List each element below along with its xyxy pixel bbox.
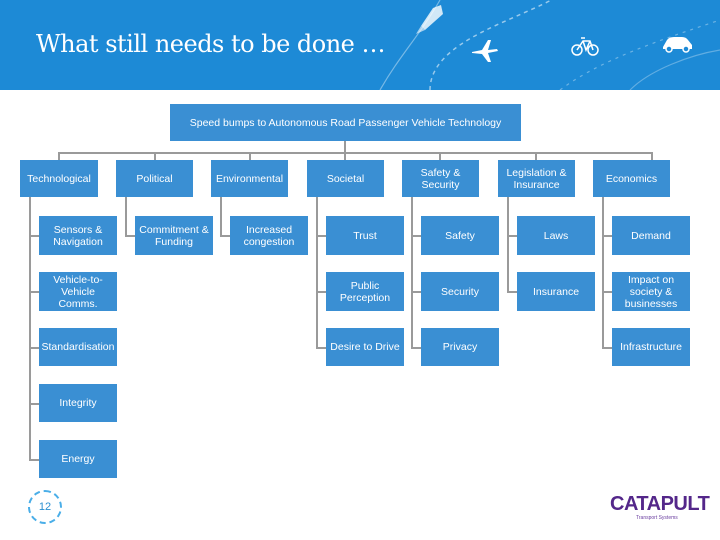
category-legislation-insurance: Legislation & Insurance xyxy=(498,160,575,197)
item-energy: Energy xyxy=(39,440,117,478)
connector-col7-spine xyxy=(602,196,604,348)
connector-col4-top xyxy=(344,152,346,160)
connector-col6-r2 xyxy=(507,291,517,293)
connector-col5-top xyxy=(439,152,441,160)
page-number: 12 xyxy=(28,490,62,524)
header-banner: What still needs to be done … xyxy=(0,0,720,90)
connector-col6-top xyxy=(535,152,537,160)
item-security: Security xyxy=(421,272,499,311)
category-political: Political xyxy=(116,160,193,197)
connector-col1-r3 xyxy=(29,347,39,349)
category-economics: Economics xyxy=(593,160,670,197)
diagram-root-node: Speed bumps to Autonomous Road Passenger… xyxy=(170,104,521,141)
connector-col1-r4 xyxy=(29,403,39,405)
item-increased-congestion: Increased congestion xyxy=(230,216,308,255)
item-safety: Safety xyxy=(421,216,499,255)
connector-col2-spine xyxy=(125,196,127,236)
catapult-logo: CATAPULT Transport Systems xyxy=(610,492,710,528)
item-sensors-navigation: Sensors & Navigation xyxy=(39,216,117,255)
connector-col4-r2 xyxy=(316,291,326,293)
connector-col1-r1 xyxy=(29,235,39,237)
category-societal: Societal xyxy=(307,160,384,197)
connector-col4-r1 xyxy=(316,235,326,237)
connector-col1-r2 xyxy=(29,291,39,293)
connector-col7-r2 xyxy=(602,291,612,293)
connector-col2-r1 xyxy=(125,235,135,237)
logo-text: CATAPULT xyxy=(610,493,710,515)
category-technological: Technological xyxy=(20,160,98,197)
item-standardisation: Standardisation xyxy=(39,328,117,366)
item-demand: Demand xyxy=(612,216,690,255)
logo-subtext: Transport Systems xyxy=(636,515,678,521)
connector-col6-spine xyxy=(507,196,509,292)
connector-col3-r1 xyxy=(220,235,230,237)
item-laws: Laws xyxy=(517,216,595,255)
connector-col1-spine xyxy=(29,196,31,460)
connector-col1-r5 xyxy=(29,459,39,461)
connector-col5-spine xyxy=(411,196,413,348)
category-environmental: Environmental xyxy=(211,160,288,197)
connector-col5-r1 xyxy=(411,235,421,237)
connector-col4-spine xyxy=(316,196,318,348)
connector-col5-r3 xyxy=(411,347,421,349)
car-icon xyxy=(663,37,692,53)
item-privacy: Privacy xyxy=(421,328,499,366)
connector-col6-r1 xyxy=(507,235,517,237)
connector-col7-r3 xyxy=(602,347,612,349)
connector-col5-r2 xyxy=(411,291,421,293)
connector-col7-top xyxy=(651,152,653,160)
connector-root-down xyxy=(344,141,346,153)
connector-top-bus xyxy=(58,152,652,154)
connector-col4-r3 xyxy=(316,347,326,349)
item-infrastructure: Infrastructure xyxy=(612,328,690,366)
item-insurance: Insurance xyxy=(517,272,595,311)
item-commitment-funding: Commitment & Funding xyxy=(135,216,213,255)
connector-col1-top xyxy=(58,152,60,160)
item-public-perception: Public Perception xyxy=(326,272,404,311)
item-trust: Trust xyxy=(326,216,404,255)
connector-col3-spine xyxy=(220,196,222,236)
bicycle-icon xyxy=(571,37,599,56)
rocket-icon xyxy=(416,5,443,34)
item-vehicle-to-vehicle-comms: Vehicle-to-Vehicle Comms. xyxy=(39,272,117,311)
category-safety-security: Safety & Security xyxy=(402,160,479,197)
page-title: What still needs to be done … xyxy=(36,30,386,58)
connector-col3-top xyxy=(249,152,251,160)
connector-col7-r1 xyxy=(602,235,612,237)
connector-col2-top xyxy=(154,152,156,160)
item-desire-to-drive: Desire to Drive xyxy=(326,328,404,366)
item-integrity: Integrity xyxy=(39,384,117,422)
item-impact-on-society: Impact on society & businesses xyxy=(612,272,690,311)
airplane-icon xyxy=(472,40,498,62)
